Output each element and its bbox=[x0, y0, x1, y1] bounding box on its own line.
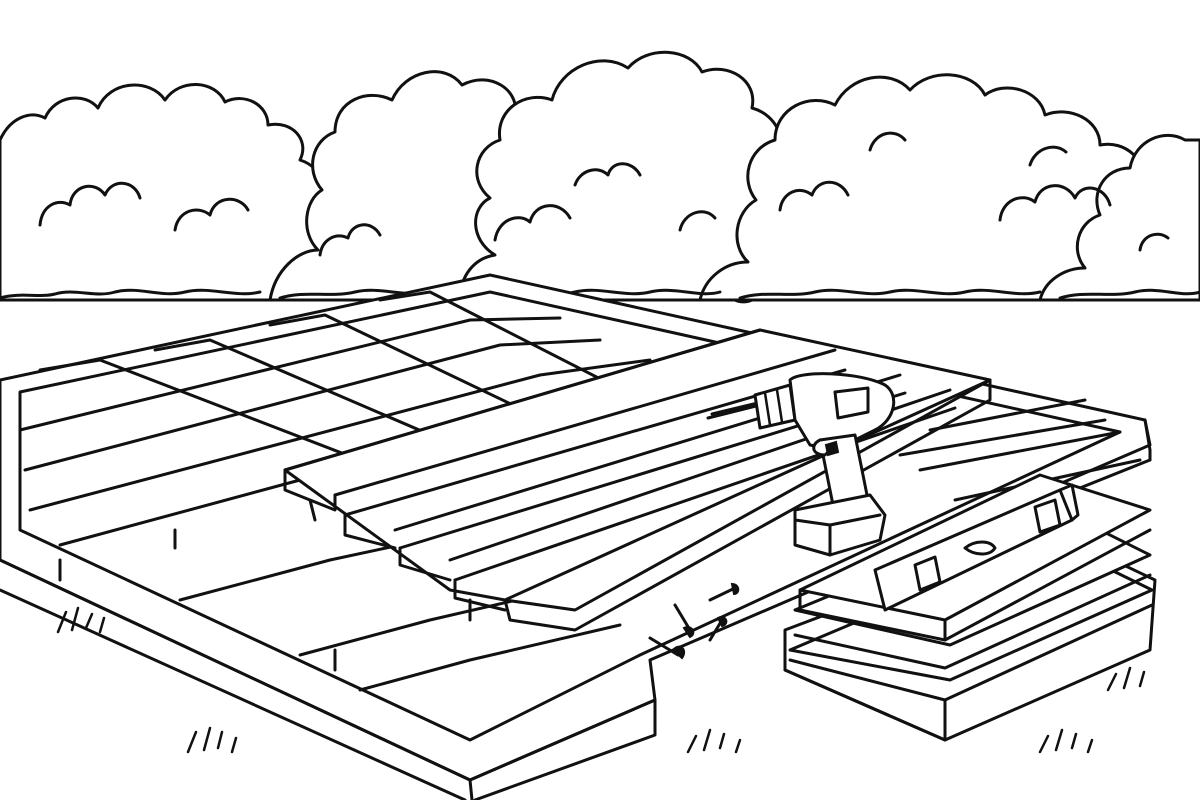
bush-row bbox=[0, 50, 1200, 304]
cordless-drill bbox=[706, 372, 896, 557]
spirit-level bbox=[873, 483, 1080, 612]
grass-tufts bbox=[56, 606, 1146, 754]
screws bbox=[648, 582, 740, 660]
